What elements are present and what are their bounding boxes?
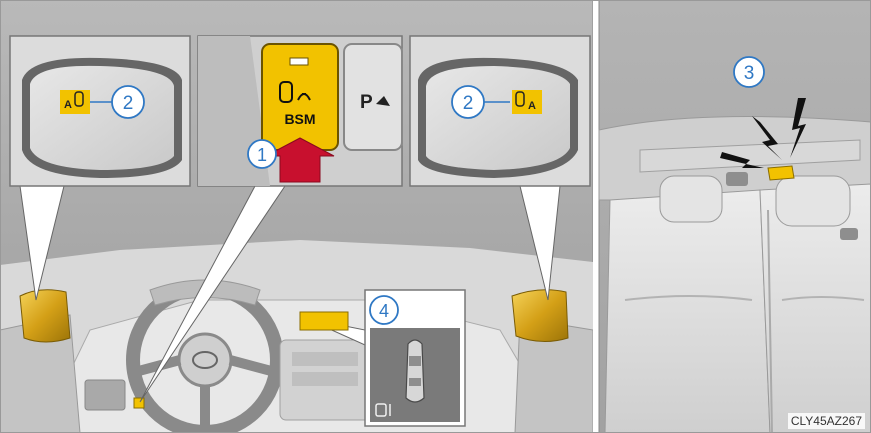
inset-display: 4	[365, 290, 465, 426]
callout-2-right-label: 2	[463, 93, 474, 114]
panel-divider	[593, 0, 599, 433]
inset-bsm-button: BSM P 1	[198, 36, 402, 186]
bsm-switch-location	[134, 398, 144, 408]
svg-text:A: A	[64, 99, 72, 111]
inset-left-mirror: A 2	[10, 36, 190, 186]
parking-assist-label: P	[360, 92, 373, 113]
right-door-mirror	[512, 290, 568, 342]
callout-4-label: 4	[379, 301, 389, 321]
svg-text:A: A	[528, 100, 536, 112]
display-location	[300, 312, 348, 330]
headrest-left	[660, 176, 722, 222]
callout-2-left-label: 2	[123, 93, 134, 114]
reference-code: CLY45AZ267	[788, 413, 865, 429]
headrest-right	[776, 176, 850, 226]
callout-1-label: 1	[257, 145, 267, 165]
rear-sensor-location	[768, 166, 794, 180]
inset-right-mirror: 2 A	[410, 36, 590, 186]
rear-seat-panel: 3	[599, 0, 871, 433]
left-door-mirror	[20, 290, 70, 342]
callout-3-label: 3	[744, 63, 755, 84]
bsm-button-label: BSM	[284, 111, 315, 127]
parking-assist-button	[344, 44, 402, 150]
car-top-view-icon	[406, 340, 424, 402]
